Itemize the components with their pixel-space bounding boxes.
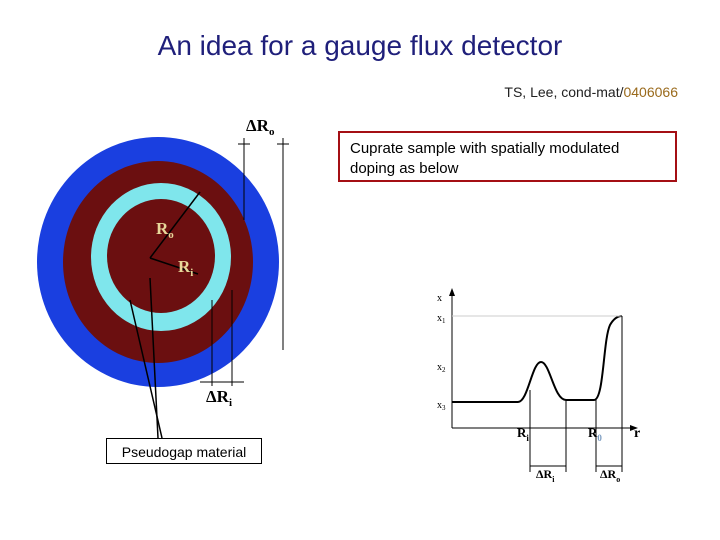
doping-profile-plot: x x1 x2 x3 r Ri R0 ΔRi ΔRo [437, 288, 640, 484]
ri-label: Ri [178, 257, 193, 279]
pseudogap-label-box: Pseudogap material [106, 438, 262, 464]
delta-ri-label: ΔRi [206, 387, 232, 409]
y-axis-arrow [449, 288, 455, 296]
x2-label: x2 [437, 362, 446, 374]
reference-prefix: TS, Lee, cond-mat/ [504, 84, 624, 100]
pseudogap-core [107, 199, 215, 313]
delta-ro-label: ΔRo [246, 116, 275, 138]
reference-link[interactable]: 0406066 [623, 84, 678, 100]
pseudogap-arrow-2 [149, 277, 159, 439]
y-axis-label: x [437, 293, 442, 304]
ro-radius-line [149, 191, 201, 259]
callout-box: Cuprate sample with spatially modulated … [338, 131, 677, 182]
r0-tick-label: R0 [588, 425, 602, 443]
ro-label: Ro [156, 219, 174, 241]
doping-curve [452, 315, 623, 403]
x1-label: x1 [437, 313, 446, 325]
reference-citation: TS, Lee, cond-mat/0406066 [504, 84, 678, 100]
page-title: An idea for a gauge flux detector [157, 30, 563, 61]
ri-radius-line [149, 257, 199, 275]
x3-label: x3 [437, 400, 446, 412]
plot-delta-ri-label: ΔRi [536, 467, 555, 484]
concentric-disk [37, 137, 279, 387]
x-axis-label: r [634, 426, 640, 441]
x-axis-arrow [630, 425, 638, 431]
plot-delta-ro-label: ΔRo [600, 467, 620, 484]
ri-tick-label: Ri [517, 425, 529, 443]
